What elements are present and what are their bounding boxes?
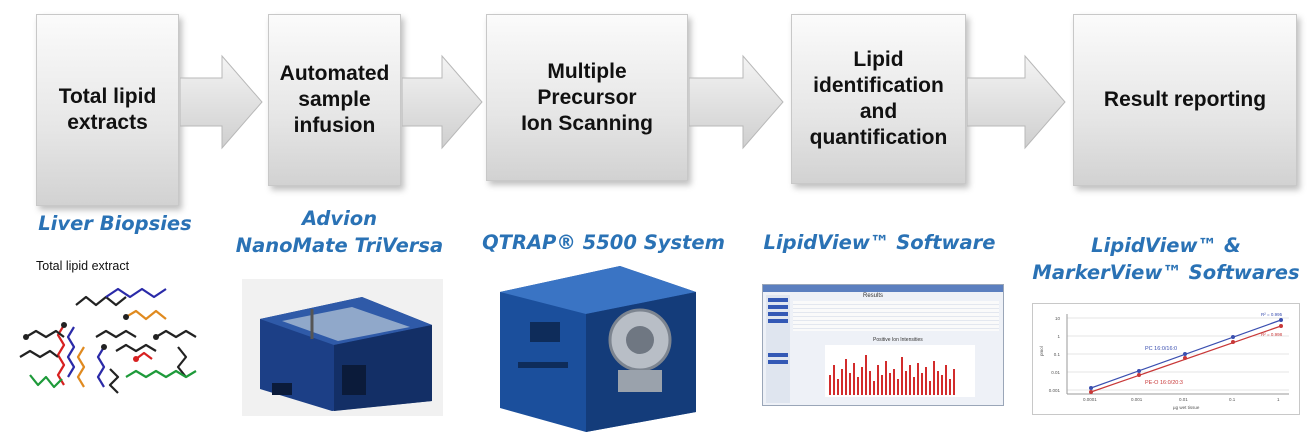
- y-tick: 0.1: [1054, 352, 1061, 357]
- x-tick: 1: [1277, 397, 1280, 402]
- qtrap-instrument-icon: [500, 266, 696, 432]
- y-tick: 10: [1055, 316, 1061, 321]
- lipid-extract-illustration: Total lipid extract: [6, 257, 210, 407]
- x-tick: 0.1: [1229, 397, 1236, 402]
- flow-arrow-icon: [689, 54, 784, 150]
- caption-liver-biopsies: Liver Biopsies: [38, 212, 192, 235]
- x-axis-label: µg wet tissue: [1173, 405, 1200, 410]
- flow-arrow-icon: [402, 54, 483, 150]
- intensity-bar-chart: [825, 345, 975, 397]
- nanomate-device-icon: [260, 297, 432, 411]
- r2-label-pe: R² = 0.998: [1261, 332, 1283, 337]
- step-box-result-reporting: Result reporting: [1073, 14, 1297, 186]
- lipid-extract-title: Total lipid extract: [36, 259, 130, 273]
- lipidview-screenshot: Results Positive Ion Intensities: [762, 284, 1004, 406]
- nanomate-device-photo: [242, 279, 443, 416]
- step-label: Automated sample infusion: [279, 62, 390, 137]
- y-tick: 1: [1057, 334, 1060, 339]
- step-box-lipid-identification: Lipid identification and quantification: [791, 14, 966, 184]
- step-box-multiple-precursor-ion-scanning: Multiple Precursor Ion Scanning: [486, 14, 688, 181]
- y-tick: 0.01: [1051, 370, 1060, 375]
- series-label-pc: PC 16:0/16:0: [1145, 346, 1177, 352]
- qtrap-instrument-photo: [490, 262, 700, 434]
- caption-lipidview-markerview: LipidView™ & MarkerView™ Softwares: [1032, 234, 1300, 284]
- x-tick: 0.001: [1131, 397, 1143, 402]
- r2-label-pc: R² = 0.995: [1261, 312, 1283, 317]
- step-box-total-lipid-extracts: Total lipid extracts: [36, 14, 179, 206]
- caption-qtrap-system: QTRAP® 5500 System: [482, 231, 725, 254]
- step-box-automated-sample-infusion: Automated sample infusion: [268, 14, 401, 186]
- y-tick: 0.001: [1049, 388, 1061, 393]
- step-label: Result reporting: [1103, 88, 1267, 111]
- window-title: Results: [863, 293, 884, 299]
- step-label: Lipid identification and quantification: [809, 48, 948, 149]
- x-tick: 0.0001: [1083, 397, 1097, 402]
- step-label: Total lipid extracts: [58, 85, 157, 134]
- flow-arrow-icon: [180, 54, 263, 150]
- x-tick: 0.01: [1179, 397, 1188, 402]
- flow-arrow-icon: [967, 54, 1066, 150]
- step-label: Multiple Precursor Ion Scanning: [521, 59, 653, 135]
- software-side-panel: [766, 295, 790, 403]
- calibration-plot-svg: 10 1 0.1 0.01 0.001 0.0001 0.001 0.01 0.…: [1039, 312, 1289, 410]
- series-label-pe: PE-O 16:0/20:3: [1145, 380, 1183, 386]
- caption-advion-nanomate: Advion NanoMate TriVersa: [235, 207, 444, 257]
- lipid-molecules-icon: [19, 287, 197, 394]
- caption-lipidview-software: LipidView™ Software: [763, 231, 996, 254]
- calibration-plot: 10 1 0.1 0.01 0.001 0.0001 0.001 0.01 0.…: [1032, 303, 1300, 415]
- chart-title: Positive Ion Intensities: [873, 337, 923, 343]
- window-titlebar: [763, 285, 1003, 292]
- y-axis-label: pmol: [1039, 346, 1044, 356]
- software-table: [793, 301, 999, 331]
